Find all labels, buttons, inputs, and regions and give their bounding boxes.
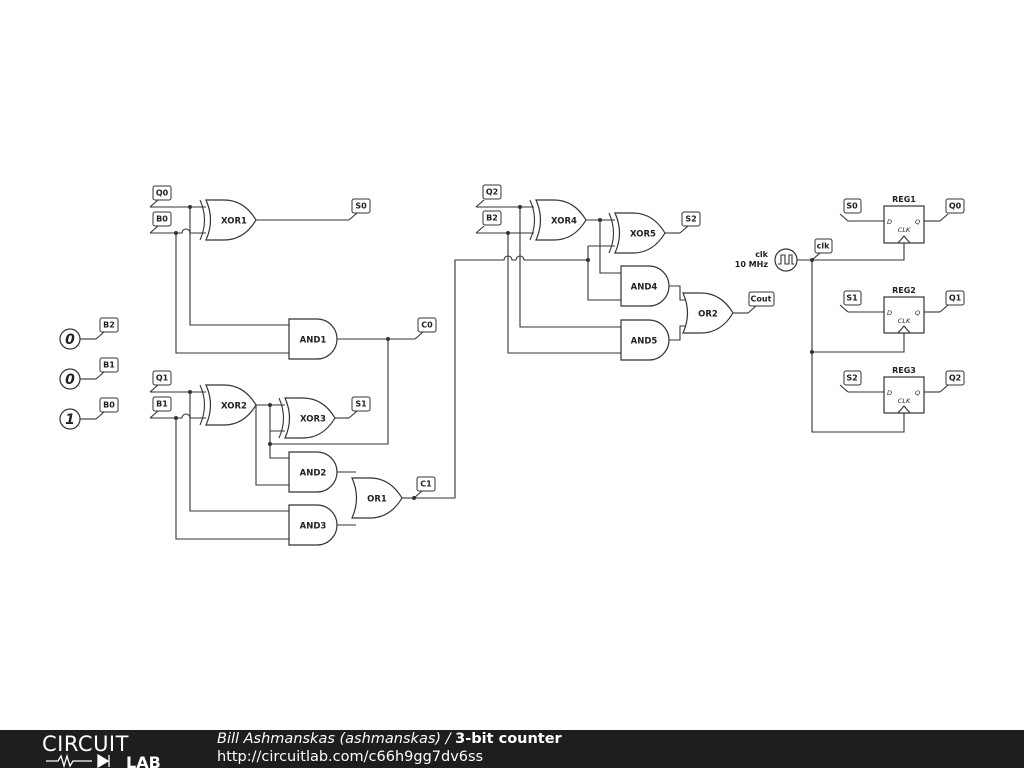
- wires: [80, 206, 940, 540]
- svg-text:S0: S0: [355, 202, 367, 211]
- author-link[interactable]: Bill Ashmanskas (ashmanskas): [217, 731, 442, 747]
- register-reg3[interactable]: REG3 D Q CLK S2 Q2: [839, 366, 965, 414]
- net-tag-c1[interactable]: C1: [413, 476, 436, 499]
- gate-xor4[interactable]: XOR4: [529, 199, 587, 241]
- svg-text:XOR2: XOR2: [221, 402, 247, 412]
- svg-text:Q: Q: [915, 309, 920, 317]
- svg-text:D: D: [887, 309, 892, 317]
- svg-text:CLK: CLK: [898, 317, 911, 325]
- net-tag-clk[interactable]: clk: [811, 238, 833, 261]
- svg-text:B0: B0: [156, 215, 168, 224]
- clock-name: clk: [755, 250, 768, 259]
- register-reg2[interactable]: REG2 D Q CLK S1 Q1: [839, 286, 965, 334]
- svg-text:AND3: AND3: [300, 522, 327, 532]
- input-b0-value: 1: [65, 412, 75, 428]
- gate-xor2[interactable]: XOR2: [199, 384, 257, 426]
- input-b2-label: B2: [103, 321, 115, 330]
- svg-text:AND5: AND5: [631, 337, 658, 347]
- svg-text:Q0: Q0: [949, 202, 962, 211]
- svg-text:Q: Q: [915, 389, 920, 397]
- svg-text:S1: S1: [846, 294, 858, 303]
- svg-text:C0: C0: [421, 321, 433, 330]
- svg-text:REG2: REG2: [892, 286, 916, 295]
- net-tag-q1[interactable]: Q1: [149, 370, 172, 393]
- svg-text:Q1: Q1: [156, 374, 169, 383]
- svg-text:AND1: AND1: [300, 336, 327, 346]
- footer-author-line: Bill Ashmanskas (ashmanskas) / 3-bit cou…: [217, 731, 562, 747]
- net-tag-q0[interactable]: Q0: [149, 185, 172, 208]
- svg-text:XOR4: XOR4: [551, 217, 577, 227]
- net-tag-s2[interactable]: S2: [679, 211, 701, 234]
- gate-or2[interactable]: OR2: [682, 292, 734, 334]
- circuit-url[interactable]: http://circuitlab.com/c66h9gg7dv6ss: [217, 749, 484, 765]
- schematic-canvas[interactable]: 0 B2 0 B1 1 B0 Q0 B0 S0 C0: [0, 0, 1024, 730]
- net-tag-cout[interactable]: Cout: [747, 291, 775, 314]
- svg-text:AND2: AND2: [300, 469, 327, 479]
- svg-text:Q2: Q2: [949, 374, 961, 383]
- register-reg1[interactable]: REG1 D Q CLK S0 Q0: [839, 195, 965, 244]
- diode-icon: [97, 753, 110, 768]
- resistor-icon: [46, 753, 92, 768]
- square-wave-icon: [778, 254, 794, 265]
- net-tag-s1[interactable]: S1: [348, 396, 371, 419]
- svg-text:OR1: OR1: [367, 495, 387, 505]
- circuitlab-logo[interactable]: CIRCUIT LAB: [42, 732, 182, 768]
- gate-or1[interactable]: OR1: [351, 477, 403, 519]
- svg-text:Q1: Q1: [949, 294, 962, 303]
- footer-separator: /: [441, 731, 456, 747]
- svg-text:CLK: CLK: [898, 226, 911, 234]
- svg-text:OR2: OR2: [698, 310, 718, 320]
- svg-text:XOR1: XOR1: [221, 217, 247, 227]
- gate-and4[interactable]: AND4: [620, 265, 670, 307]
- svg-text:S0: S0: [846, 202, 858, 211]
- net-tag-b2[interactable]: B2: [475, 210, 502, 234]
- svg-text:S2: S2: [685, 215, 696, 224]
- net-tag-b0[interactable]: B0: [149, 211, 172, 234]
- net-tag-q2[interactable]: Q2: [475, 184, 502, 208]
- gate-xor3[interactable]: XOR3: [278, 397, 336, 439]
- net-tag-c0[interactable]: C0: [414, 317, 437, 340]
- svg-text:CLK: CLK: [898, 397, 911, 405]
- input-b1[interactable]: 0 B1: [59, 357, 119, 390]
- input-b0-label: B0: [103, 401, 115, 410]
- clock-source[interactable]: clk 10 MHz: [735, 248, 798, 272]
- gate-and5[interactable]: AND5: [620, 319, 670, 361]
- svg-text:XOR3: XOR3: [300, 415, 326, 425]
- logo-text-bottom: LAB: [126, 753, 161, 768]
- svg-text:REG3: REG3: [892, 366, 916, 375]
- gate-and1[interactable]: AND1: [288, 318, 338, 360]
- svg-text:S1: S1: [355, 400, 367, 409]
- svg-text:B1: B1: [156, 400, 168, 409]
- gate-and3[interactable]: AND3: [288, 504, 338, 546]
- svg-text:REG1: REG1: [892, 195, 916, 204]
- logo-text-top: CIRCUIT: [42, 732, 129, 756]
- input-b2-value: 0: [65, 332, 75, 348]
- svg-text:C1: C1: [420, 480, 432, 489]
- gate-and2[interactable]: AND2: [288, 451, 338, 493]
- footer-bar: CIRCUIT LAB Bill Ashmanskas (ashmanskas)…: [0, 730, 1024, 768]
- svg-text:Cout: Cout: [751, 295, 772, 304]
- svg-text:D: D: [887, 389, 892, 397]
- input-b0[interactable]: 1 B0: [59, 397, 119, 430]
- input-b2[interactable]: 0 B2: [59, 317, 119, 350]
- svg-text:clk: clk: [817, 242, 830, 251]
- gate-xor1[interactable]: XOR1: [199, 199, 257, 241]
- svg-text:B2: B2: [486, 214, 498, 223]
- clock-frequency: 10 MHz: [735, 260, 769, 269]
- circuit-title[interactable]: 3-bit counter: [455, 731, 562, 747]
- svg-text:Q: Q: [915, 218, 920, 226]
- svg-text:Q0: Q0: [156, 189, 169, 198]
- net-tag-b1[interactable]: B1: [149, 396, 172, 419]
- gate-xor5[interactable]: XOR5: [608, 212, 666, 254]
- input-b1-label: B1: [103, 361, 115, 370]
- net-tag-s0[interactable]: S0: [348, 198, 371, 221]
- svg-text:Q2: Q2: [486, 188, 498, 197]
- svg-text:AND4: AND4: [631, 283, 658, 293]
- svg-text:D: D: [887, 218, 892, 226]
- svg-text:XOR5: XOR5: [630, 230, 656, 240]
- input-b1-value: 0: [65, 372, 75, 388]
- svg-text:S2: S2: [846, 374, 857, 383]
